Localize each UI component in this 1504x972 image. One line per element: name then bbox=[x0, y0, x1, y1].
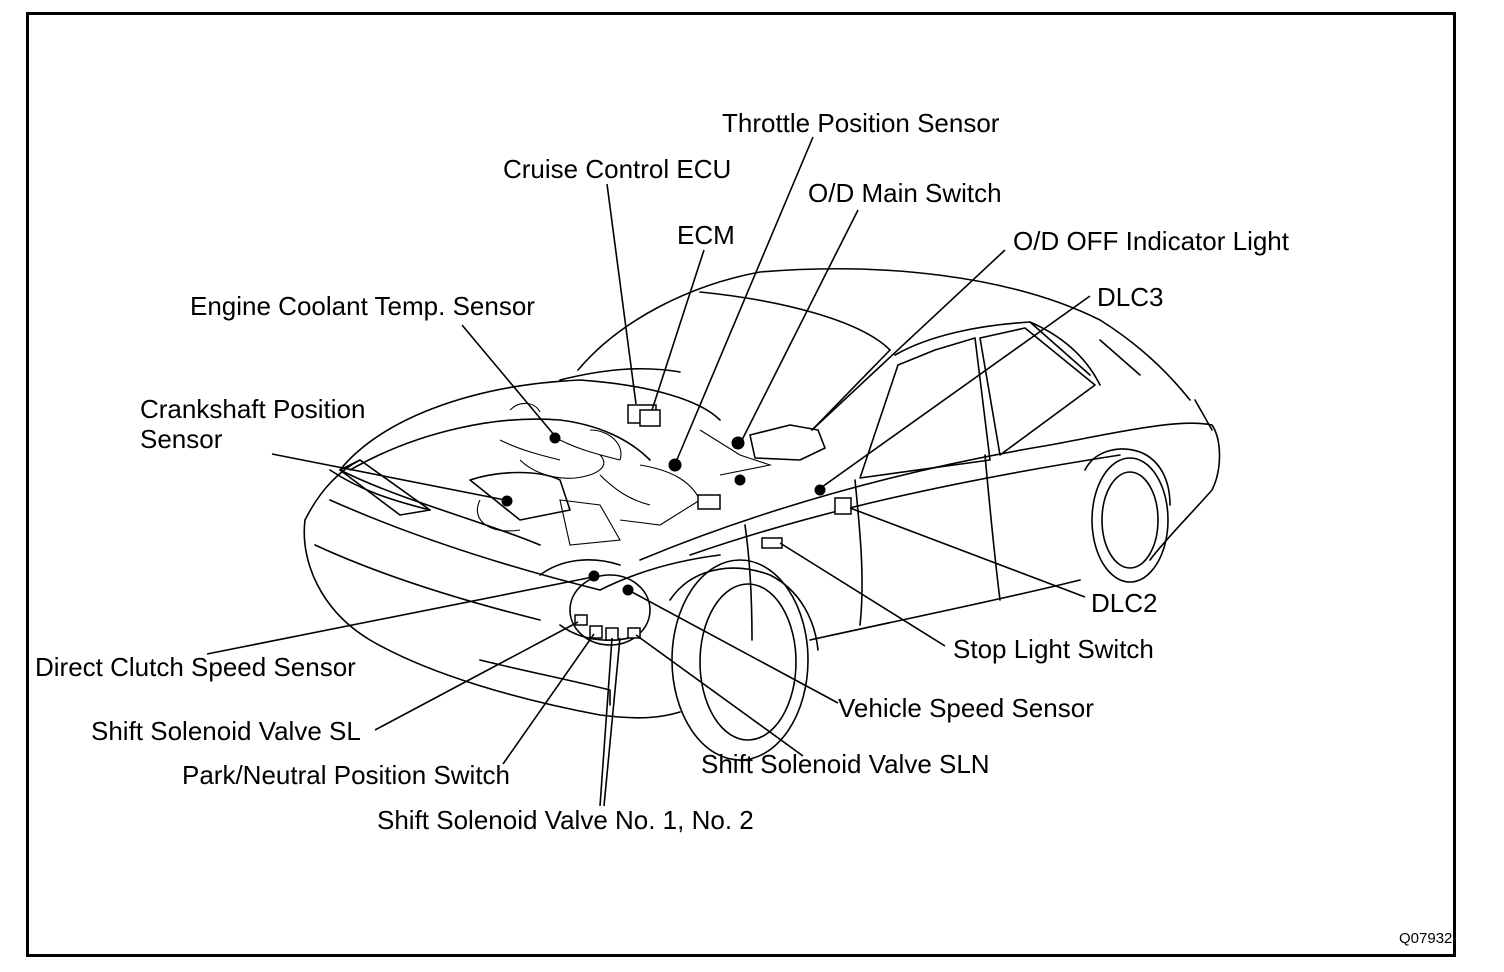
park-part bbox=[734, 474, 746, 486]
direct-clutch-sensor-part bbox=[588, 570, 600, 582]
car-body bbox=[303, 268, 1221, 761]
label-stop-light-switch: Stop Light Switch bbox=[953, 634, 1154, 664]
component-markers bbox=[501, 404, 852, 641]
shift-solenoid-sln-part bbox=[627, 627, 641, 639]
label-crankshaft-position-sensor-line1: Crankshaft Position bbox=[140, 394, 366, 424]
leader-ecm bbox=[651, 249, 705, 411]
engine-part bbox=[697, 494, 721, 510]
label-shift-solenoid-valve-sl: Shift Solenoid Valve SL bbox=[91, 716, 361, 746]
leader-cruise-control-ecu bbox=[606, 183, 637, 405]
label-dlc3: DLC3 bbox=[1097, 282, 1164, 312]
label-ecm: ECM bbox=[677, 220, 735, 250]
diagram-frame bbox=[26, 12, 1456, 957]
leader-vehicle-speed-sensor bbox=[629, 590, 839, 704]
dlc2-part bbox=[834, 497, 852, 515]
label-direct-clutch-speed-sensor: Direct Clutch Speed Sensor bbox=[35, 652, 356, 682]
figure-code: Q07932 bbox=[1399, 930, 1453, 947]
label-crankshaft-position-sensor-line2: Sensor bbox=[140, 424, 223, 454]
ecm-part bbox=[639, 409, 661, 427]
od-main-switch-part bbox=[731, 436, 745, 450]
label-throttle-position-sensor: Throttle Position Sensor bbox=[722, 108, 1000, 138]
stop-light-switch-part bbox=[761, 537, 783, 549]
leader-stop-light-switch bbox=[779, 542, 946, 647]
crankshaft-sensor-part bbox=[501, 495, 513, 507]
shift-solenoid-sl-part bbox=[574, 614, 588, 626]
leader-engine-coolant-temp-sensor bbox=[461, 324, 556, 437]
leader-shift-solenoid-valve-no1 bbox=[599, 637, 613, 807]
leader-dlc2 bbox=[849, 507, 1086, 598]
label-od-off-indicator-light: O/D OFF Indicator Light bbox=[1013, 226, 1289, 256]
label-dlc2: DLC2 bbox=[1091, 588, 1158, 618]
leader-lines bbox=[206, 136, 1091, 807]
label-park-neutral-position-switch: Park/Neutral Position Switch bbox=[182, 760, 511, 790]
leader-shift-solenoid-valve-no2 bbox=[603, 637, 621, 807]
leader-direct-clutch-speed-sensor bbox=[206, 576, 594, 655]
label-engine-coolant-temp-sensor: Engine Coolant Temp. Sensor bbox=[190, 291, 535, 321]
label-od-main-switch: O/D Main Switch bbox=[808, 178, 1002, 208]
leader-od-main-switch bbox=[741, 209, 859, 441]
engine-coolant-sensor-part bbox=[549, 432, 561, 444]
vehicle-speed-sensor-part bbox=[622, 584, 634, 596]
leader-od-off-indicator-light bbox=[811, 249, 1006, 431]
label-vehicle-speed-sensor: Vehicle Speed Sensor bbox=[838, 693, 1094, 723]
leader-dlc3 bbox=[821, 295, 1091, 488]
label-shift-solenoid-valve-no1-no2: Shift Solenoid Valve No. 1, No. 2 bbox=[377, 805, 754, 835]
label-shift-solenoid-valve-sln: Shift Solenoid Valve SLN bbox=[701, 749, 990, 779]
leader-park-neutral-position-switch bbox=[502, 633, 595, 765]
label-cruise-control-ecu: Cruise Control ECU bbox=[503, 154, 732, 184]
leader-crankshaft-position-sensor bbox=[271, 453, 506, 501]
leader-throttle-position-sensor bbox=[675, 136, 814, 463]
leader-shift-solenoid-valve-sl bbox=[374, 621, 579, 731]
throttle-position-sensor-part bbox=[668, 458, 682, 472]
leader-shift-solenoid-valve-sln bbox=[635, 634, 804, 757]
